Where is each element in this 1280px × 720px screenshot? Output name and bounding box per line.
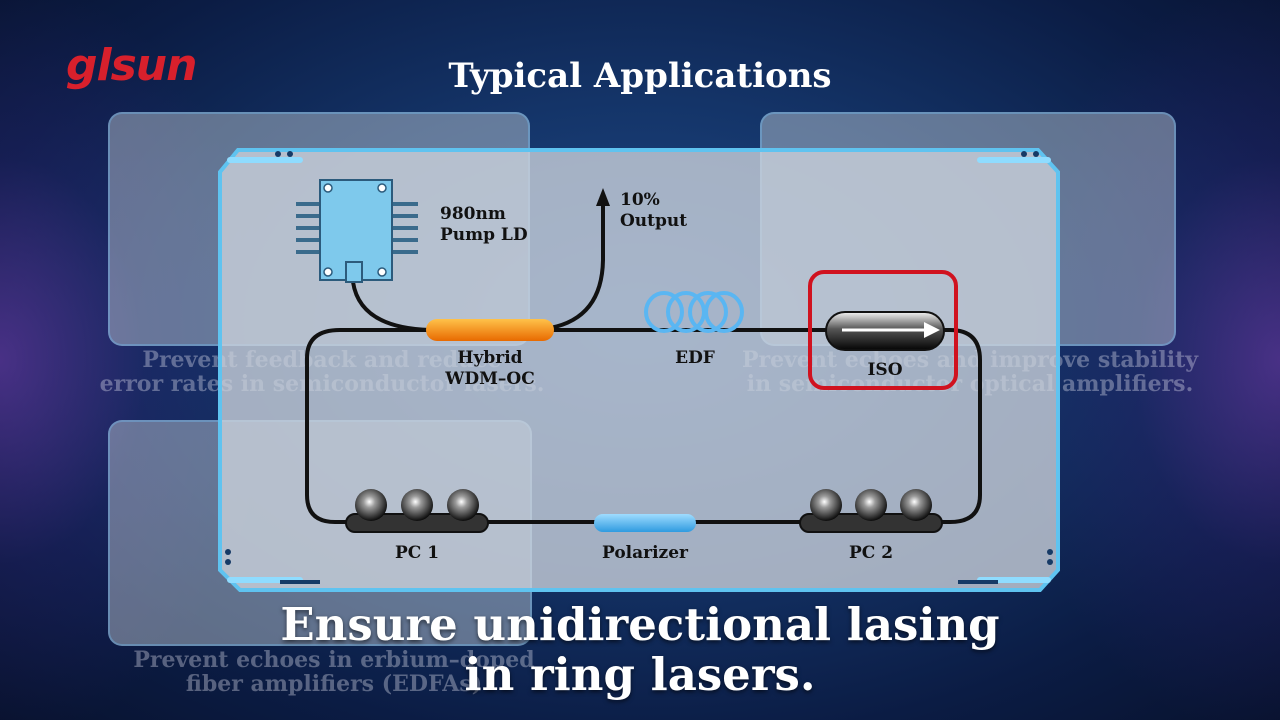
polarizer: [594, 514, 696, 532]
page-title: Typical Applications: [448, 56, 832, 96]
pump-label: 980nm Pump LD: [440, 204, 528, 245]
pc1-label: PC 1: [394, 543, 440, 563]
fiber-ring: [305, 200, 982, 524]
diagram-frame: [218, 148, 1060, 592]
wdm-coupler: [426, 319, 554, 341]
background-caption-bottom-left: Prevent echoes in erbium–doped fiber amp…: [133, 647, 535, 697]
caption-line-2: in ring lasers.: [464, 648, 816, 701]
isolator-icon: [825, 311, 945, 351]
edf-label: EDF: [675, 348, 715, 368]
edf-coil-icon: [644, 291, 744, 333]
background-glow-left: [0, 0, 260, 720]
output-label: 10% Output: [620, 190, 688, 231]
polarizer-label: Polarizer: [602, 543, 688, 563]
caption: Ensure unidirectional lasing in ring las…: [0, 600, 1280, 700]
background-glow-right: [1020, 0, 1280, 720]
pump-laser-diode-icon: [296, 179, 418, 283]
iso-label: ISO: [867, 360, 903, 380]
output-arrow-icon: [596, 188, 610, 206]
caption-line-1: Ensure unidirectional lasing: [280, 598, 1000, 651]
brand-logo: glsun: [66, 40, 197, 91]
polarization-controller-1-icon: [345, 489, 489, 533]
isolator-highlight-box: [808, 270, 958, 390]
pc2-label: PC 2: [848, 543, 894, 563]
polarization-controller-2-icon: [799, 489, 943, 533]
wdm-label: Hybrid WDM–OC: [445, 348, 535, 389]
